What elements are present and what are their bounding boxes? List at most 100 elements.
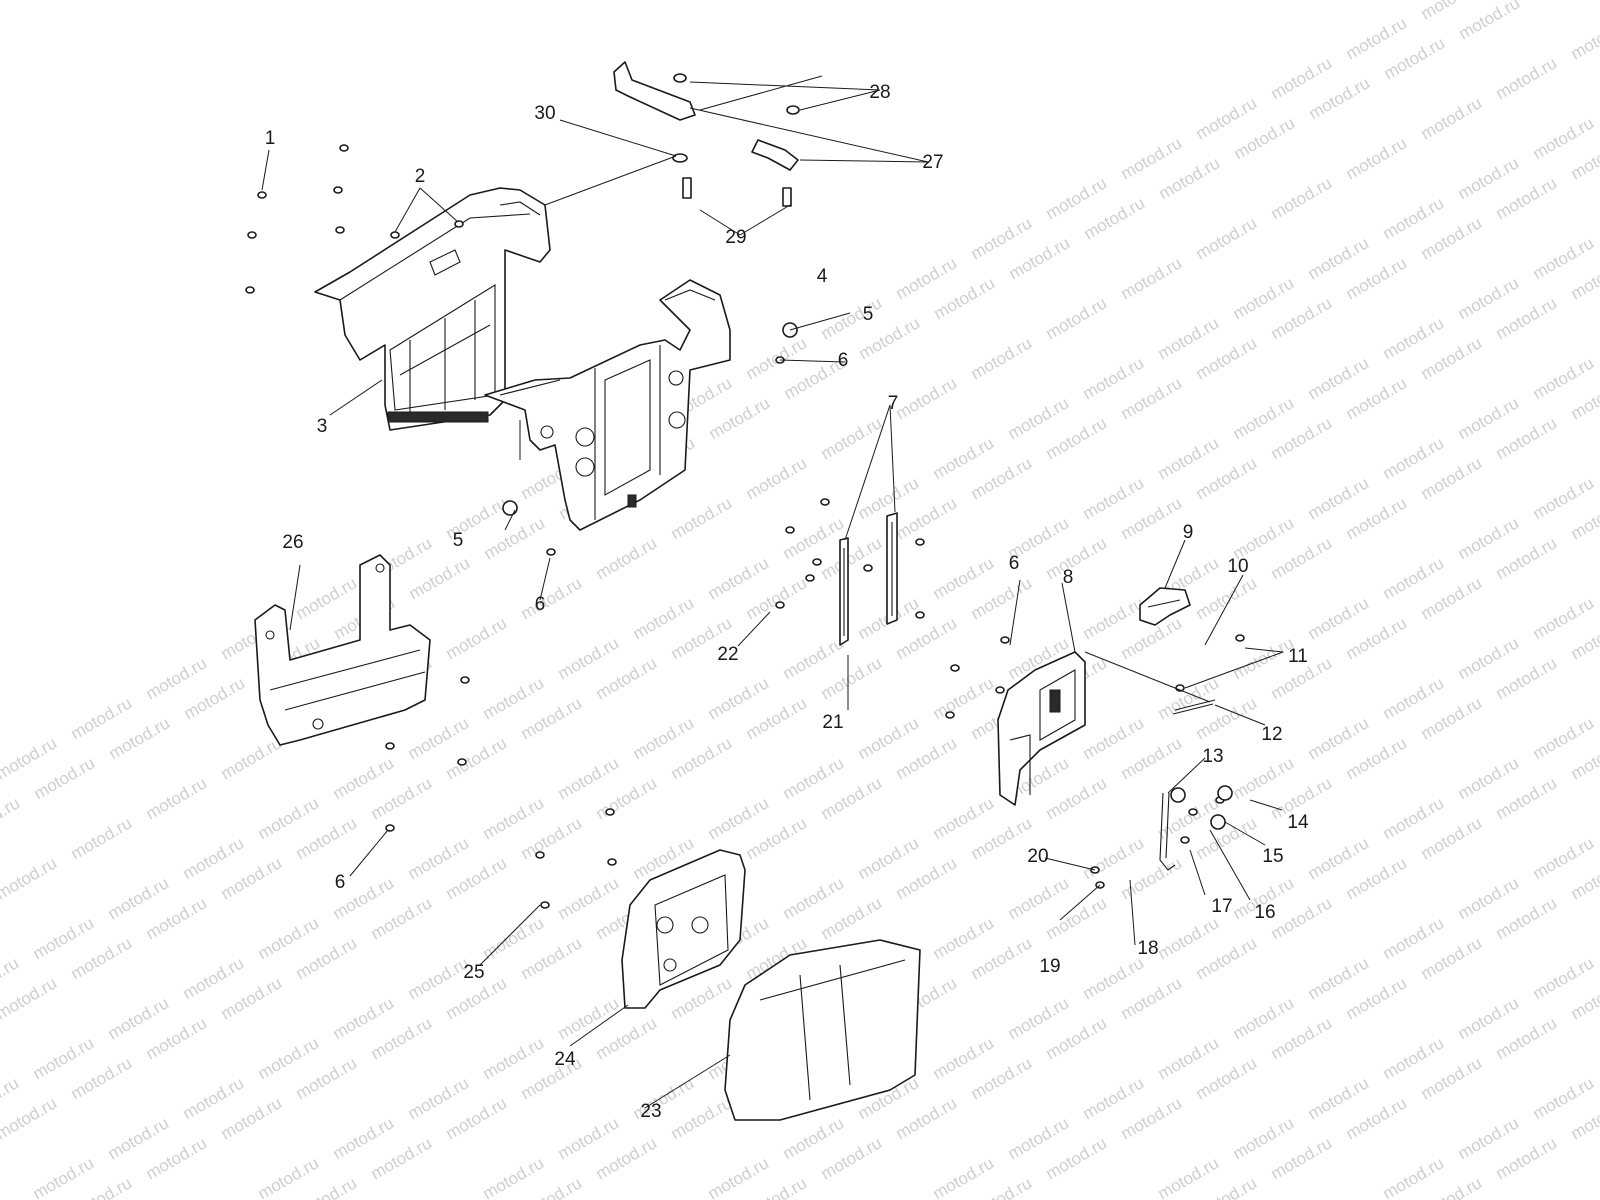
leader-line — [394, 187, 421, 233]
bolt-icon — [1235, 634, 1245, 642]
leader-line — [1244, 647, 1284, 653]
part-9-cover — [1139, 587, 1191, 626]
leader-line — [1209, 829, 1251, 901]
bolt-icon — [785, 526, 795, 534]
bolt-icon — [257, 191, 267, 199]
bolt-icon — [1188, 808, 1198, 816]
part-27-30-hardware — [613, 61, 800, 207]
callout-number: 9 — [1183, 522, 1194, 543]
watermark-text: motod.ru — [1380, 1153, 1448, 1200]
leader-line — [889, 404, 896, 513]
callout-number: 6 — [335, 872, 346, 893]
leader-line — [689, 81, 881, 91]
part-3-rear-panel — [314, 187, 551, 431]
leader-line — [329, 379, 383, 416]
leader-line — [799, 159, 929, 163]
watermark-text: motod.ru — [1568, 13, 1600, 63]
callout-number: 20 — [1027, 846, 1048, 867]
callout-labels: 1234556666789101112131415161718192021222… — [265, 82, 1309, 1122]
watermark-text: motod.ru — [218, 733, 286, 783]
watermark-text: motod.ru — [1493, 53, 1561, 103]
watermark-text: motod.ru — [1456, 0, 1524, 43]
watermark-text: motod.ru — [1268, 173, 1336, 223]
leader-line — [1009, 579, 1021, 646]
leader-line — [644, 1054, 731, 1109]
leader-line — [799, 89, 881, 111]
callout-number: 27 — [922, 152, 943, 173]
watermark-text: motod.ru — [705, 1153, 773, 1200]
bolt-icon — [915, 611, 925, 619]
watermark-text: motod.ru — [893, 373, 961, 423]
bolt-icon — [454, 220, 464, 228]
part-8-frame — [997, 651, 1086, 806]
bolt-icon — [805, 574, 815, 582]
leader-line — [1204, 574, 1244, 646]
callout-number: 2 — [415, 166, 426, 187]
leader-line — [504, 509, 516, 531]
callout-number: 7 — [888, 393, 899, 414]
watermark-text: motod.ru — [143, 773, 211, 823]
leader-line — [1129, 879, 1136, 946]
watermark-text: motod.ru — [518, 573, 586, 623]
bolt-icon — [915, 538, 925, 546]
leader-line — [739, 204, 791, 236]
part-23-cushion — [724, 939, 921, 1121]
nut-icon — [1210, 814, 1226, 830]
callout-number: 8 — [1063, 567, 1074, 588]
watermark-text: motod.ru — [0, 853, 60, 903]
watermark-text: motod.ru — [0, 793, 23, 843]
watermark-text: motod.ru — [1155, 1153, 1223, 1200]
callout-number: 10 — [1227, 556, 1248, 577]
callout-number: 16 — [1254, 902, 1275, 923]
watermark-text: motod.ru — [668, 493, 736, 543]
callout-number: 6 — [1009, 553, 1020, 574]
callout-number: 11 — [1288, 646, 1308, 667]
watermark-text: motod.ru — [30, 1153, 98, 1200]
leader-line — [261, 149, 270, 191]
leader-line — [1164, 539, 1186, 589]
bolt-icon — [535, 851, 545, 859]
leader-line — [569, 1004, 629, 1047]
part-26-lower-shroud — [254, 554, 431, 746]
bolt-icon — [820, 498, 830, 506]
callout-number: 26 — [282, 532, 303, 553]
callout-number: 14 — [1287, 812, 1309, 833]
leader-line — [1084, 651, 1211, 703]
callout-number: 22 — [717, 644, 738, 665]
bolt-icon — [945, 711, 955, 719]
part-7-rails — [839, 512, 898, 646]
bolt-icon — [546, 548, 556, 556]
nut-icon — [1170, 787, 1186, 803]
part-4-main-bracket — [484, 279, 731, 531]
callout-number: 3 — [317, 416, 328, 437]
leader-line — [1044, 857, 1096, 871]
callout-number: 15 — [1262, 846, 1283, 867]
bolt-icon — [333, 186, 343, 194]
watermark-text: motod.ru — [0, 1093, 60, 1143]
callout-number: 19 — [1039, 956, 1060, 977]
callout-number: 13 — [1202, 746, 1223, 767]
leader-line — [419, 187, 459, 223]
bolt-icon — [460, 676, 470, 684]
callout-number: 29 — [725, 227, 746, 248]
leader-line — [737, 611, 771, 647]
callout-number: 1 — [265, 128, 276, 149]
bolt-icon — [385, 742, 395, 750]
watermark-text: motod.ru — [480, 1153, 548, 1200]
bolt-icon — [390, 231, 400, 239]
watermark-text: motod.ru — [818, 413, 886, 463]
bolt-icon — [457, 758, 467, 766]
bolt-icon — [605, 808, 615, 816]
leader-lines — [261, 75, 1284, 1109]
leader-line — [559, 119, 677, 157]
leader-line — [699, 209, 741, 236]
callout-number: 28 — [869, 82, 890, 103]
callout-number: 5 — [453, 530, 464, 551]
leader-line — [1184, 651, 1284, 689]
bolt-icon — [385, 824, 395, 832]
bolt-icon — [540, 901, 550, 909]
leader-line — [689, 107, 929, 163]
leader-line — [1167, 757, 1206, 794]
bolt-icon — [863, 564, 873, 572]
callout-number: 21 — [822, 712, 843, 733]
